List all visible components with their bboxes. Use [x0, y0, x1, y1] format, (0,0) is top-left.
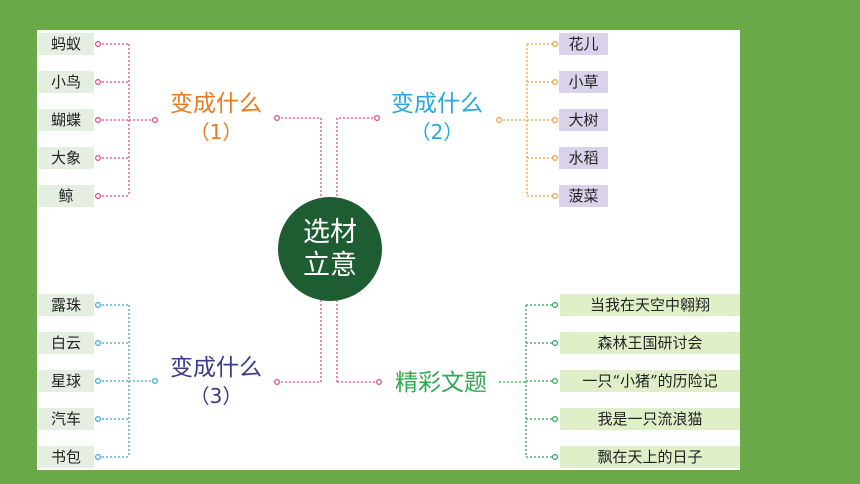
- center-dot-3: [274, 379, 281, 386]
- b2-dot-1: [551, 41, 558, 48]
- leaf-4-5: 飘在天上的日子: [560, 446, 740, 468]
- leaf-2-5: 菠菜: [559, 185, 608, 207]
- b3-dot-2: [94, 340, 101, 347]
- b2-dot-5: [551, 193, 558, 200]
- center-line-2: 立意: [303, 250, 357, 281]
- b2-dot-3: [551, 116, 558, 123]
- b4-dot-1: [551, 302, 558, 309]
- b4-dot-4: [551, 416, 558, 423]
- center-dot-1: [274, 114, 281, 121]
- leaf-3-4: 汽车: [38, 408, 94, 430]
- leaf-4-1: 当我在天空中翱翔: [560, 294, 740, 316]
- leaf-1-1: 蚂蚁: [38, 33, 94, 55]
- b2-title-dot: [496, 116, 503, 123]
- leaf-1-2: 小鸟: [38, 71, 94, 93]
- center-dot-2: [374, 114, 381, 121]
- b1-dot-2: [94, 78, 101, 85]
- branch-2-label: 变成什么: [391, 91, 483, 117]
- b3-dot-1: [94, 302, 101, 309]
- b1-dot-3: [94, 116, 101, 123]
- leaf-4-4: 我是一只流浪猫: [560, 408, 740, 430]
- leaf-2-4: 水稻: [559, 147, 608, 169]
- leaf-1-5: 鲸: [38, 185, 94, 207]
- leaf-2-2: 小草: [559, 71, 608, 93]
- center-node: 选材 立意: [278, 197, 382, 301]
- center-dot-4: [376, 379, 383, 386]
- branch-2-number: （2）: [410, 120, 464, 144]
- b3-dot-3: [94, 378, 101, 385]
- b3-dot-4: [94, 416, 101, 423]
- leaf-1-3: 蝴蝶: [38, 109, 94, 131]
- b1-title-dot: [151, 116, 158, 123]
- b4-dot-2: [551, 340, 558, 347]
- branch-4-title: 精彩文题: [381, 369, 501, 397]
- leaf-2-3: 大树: [559, 109, 608, 131]
- connector-lines: [94, 41, 558, 461]
- b1-dot-4: [94, 154, 101, 161]
- leaf-4-2: 森林王国研讨会: [560, 332, 740, 354]
- center-line-1: 选材: [303, 217, 357, 248]
- leaf-1-4: 大象: [38, 147, 94, 169]
- b4-dot-3: [551, 378, 558, 385]
- leaf-3-1: 露珠: [38, 294, 94, 316]
- leaf-3-3: 星球: [38, 370, 94, 392]
- b3-dot-5: [94, 454, 101, 461]
- branch-3-label: 变成什么: [170, 355, 262, 381]
- b4-dot-5: [551, 454, 558, 461]
- branch-1-number: （1）: [189, 120, 243, 144]
- branch-4-label: 精彩文题: [395, 370, 487, 396]
- leaf-4-3: 一只“小猪”的历险记: [560, 370, 740, 392]
- b3-title-dot: [151, 378, 158, 385]
- branch-3-number: （3）: [189, 384, 243, 408]
- branch-2-title: 变成什么 （2）: [381, 90, 493, 146]
- b2-dot-2: [551, 78, 558, 85]
- b1-dot-1: [94, 41, 101, 48]
- leaf-2-1: 花儿: [559, 33, 608, 55]
- b1-dot-5: [94, 193, 101, 200]
- branch-1-title: 变成什么 （1）: [160, 90, 272, 146]
- leaf-3-5: 书包: [38, 446, 94, 468]
- branch-3-title: 变成什么 （3）: [160, 354, 272, 410]
- mind-map-canvas: 蚂蚁 小鸟 蝴蝶 大象 鲸 花儿 小草 大树 水稻 菠菜 露珠 白云 星球 汽车…: [37, 30, 740, 470]
- branch-1-label: 变成什么: [170, 91, 262, 117]
- b2-dot-4: [551, 154, 558, 161]
- leaf-3-2: 白云: [38, 332, 94, 354]
